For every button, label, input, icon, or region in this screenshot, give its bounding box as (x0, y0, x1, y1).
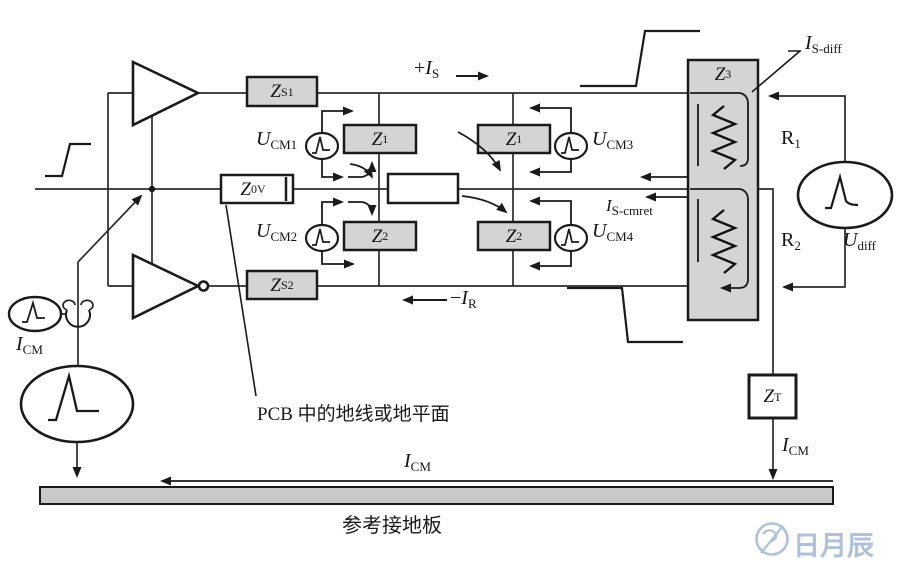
label-icm-ground: ICM (404, 450, 431, 474)
z2-left-box (342, 220, 418, 252)
resistor-icon (709, 105, 739, 274)
ucm3-source-icon (553, 131, 589, 161)
label-is-plus: +IS (414, 57, 440, 81)
middle-box (386, 172, 460, 205)
label-r1: R1 (781, 127, 801, 151)
udiff-source-icon (796, 160, 894, 230)
label-ucm4: UCM4 (592, 220, 634, 244)
label-udiff: Udiff (843, 229, 876, 253)
z1-left-box (342, 123, 418, 155)
label-ucm3: UCM3 (592, 128, 634, 152)
zt-box (747, 373, 798, 420)
icm-small-source-icon (7, 295, 63, 333)
label-icm-right: ICM (782, 434, 809, 458)
watermark-logo-icon (755, 522, 789, 556)
z2-right-box (476, 220, 552, 252)
ucm4-source-icon (553, 223, 589, 253)
zs2-box (245, 269, 319, 301)
step-inverted-icon (567, 286, 683, 344)
z1-right-box (476, 123, 552, 155)
pointer-lines (225, 50, 801, 397)
step-waveform-icons (45, 29, 700, 344)
watermark-text: 日月辰 (793, 531, 874, 561)
label-is-cmret: IS-cmret (606, 196, 653, 218)
bottom-driver-symbol (131, 252, 210, 321)
label-icm-left: ICM (16, 333, 43, 357)
ucm1-source-icon (304, 131, 340, 161)
z3-box (686, 58, 760, 322)
pcb-pointer-line (225, 204, 257, 397)
common-mode-arrows (321, 71, 688, 305)
ground-plate-label: 参考接地板 (342, 515, 442, 537)
ucm2-source-icon (304, 223, 340, 253)
label-ucm2: UCM2 (256, 220, 298, 244)
zs1-box (245, 75, 319, 108)
step-input-icon (45, 142, 91, 178)
icm-big-source-icon (19, 364, 135, 444)
top-driver-symbol (131, 59, 201, 128)
label-r2: R2 (781, 229, 801, 253)
label-ir-minus: −IR (450, 287, 477, 311)
z0v-box (219, 173, 295, 205)
current-probe-icon (62, 299, 94, 328)
label-is-diff: IS-diff (805, 32, 842, 56)
impedance-boxes (219, 58, 798, 420)
z3-current-paths (690, 92, 749, 293)
isdiff-pointer-line (751, 50, 801, 93)
step-top-right-icon (580, 29, 700, 88)
reference-ground-plate (39, 486, 834, 505)
pcb-ground-note: PCB 中的地线或地平面 (257, 404, 450, 425)
label-ucm1: UCM1 (256, 128, 298, 152)
